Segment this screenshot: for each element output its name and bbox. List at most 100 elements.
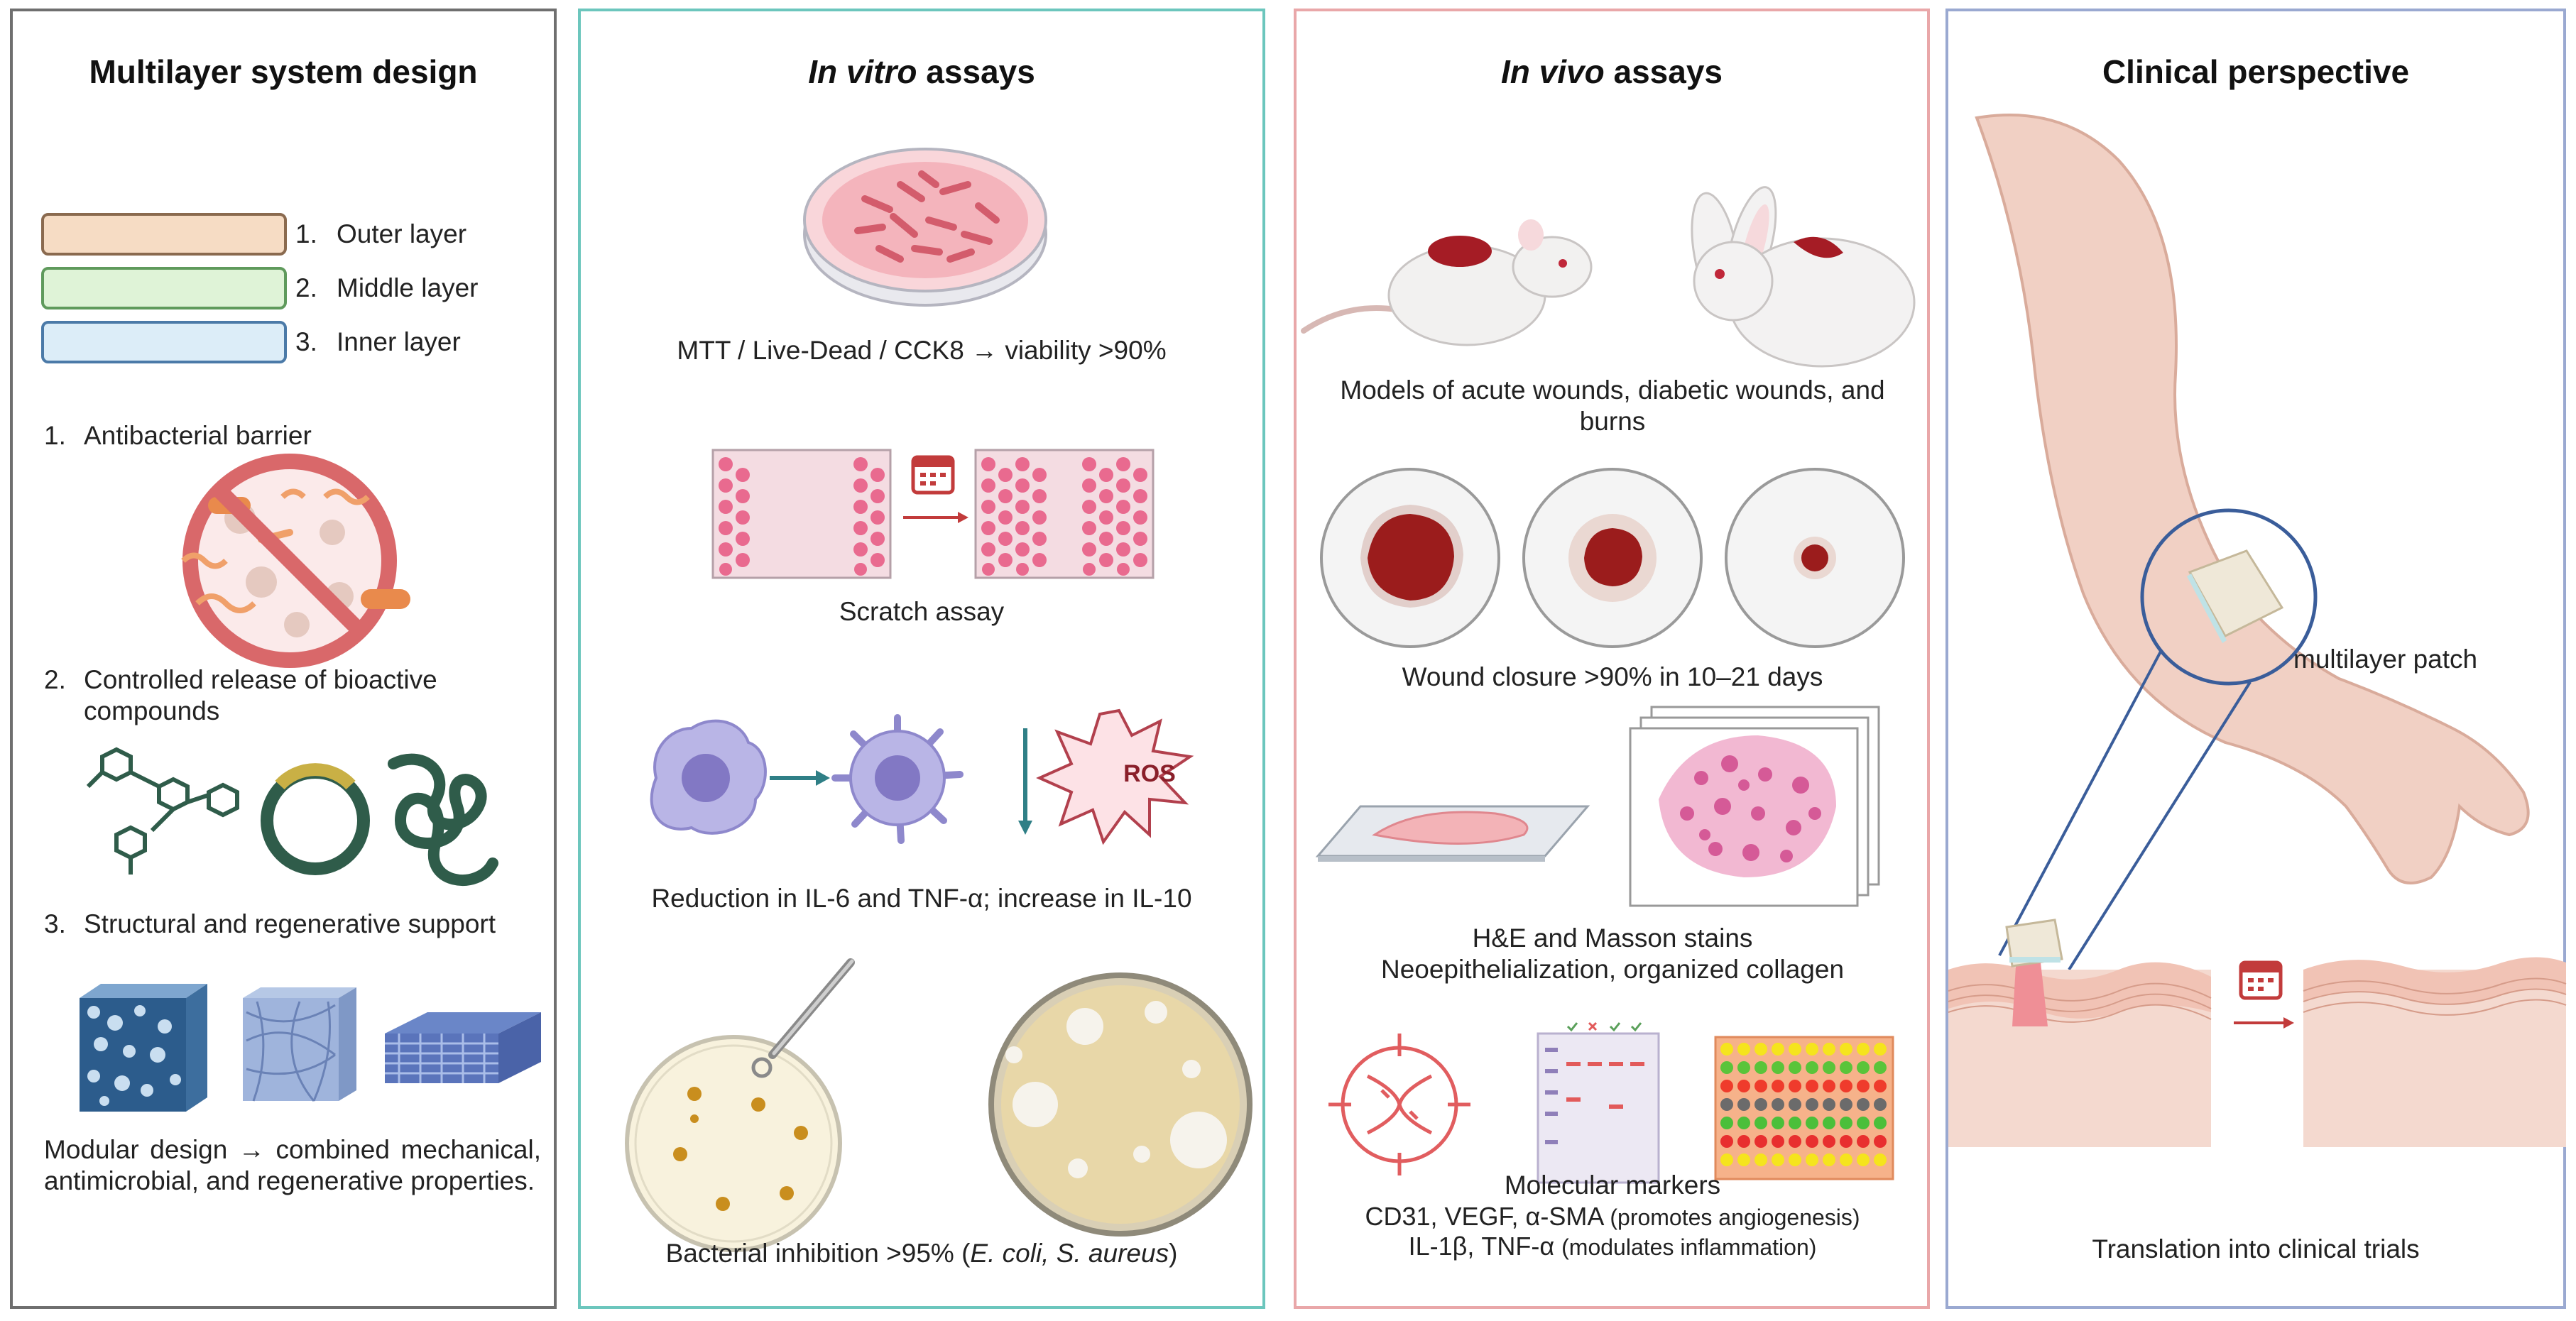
scaffold-structures-icon (80, 984, 541, 1112)
microarray-dot (1857, 1043, 1870, 1056)
calendar-icon (2239, 960, 2283, 1000)
markers-line2-note: (modulates inflammation) (1561, 1234, 1817, 1260)
microarray-dot (1806, 1043, 1818, 1056)
bioactive-compounds-icon (86, 747, 498, 886)
histology-slides-icon (1315, 706, 1880, 907)
patch-label: multilayer patch (2293, 645, 2478, 674)
panel-in-vitro: In vitro assays MTT / Live-Dead / CCK8 →… (578, 9, 1265, 1309)
microarray-dot (1806, 1098, 1818, 1111)
microarray-dot (1806, 1135, 1818, 1148)
microarray-dot (1754, 1098, 1767, 1111)
wound-closure-series (1320, 468, 1905, 648)
title-invitro-rest: assays (917, 53, 1035, 90)
microarray-dot (1840, 1153, 1852, 1166)
microarray-dot (1737, 1117, 1750, 1129)
microarray-dot (1857, 1135, 1870, 1148)
panel-title-design: Multilayer system design (89, 53, 478, 90)
function-1-num: 1. (44, 421, 66, 450)
microarray-dot (1754, 1061, 1767, 1074)
function-3-label: Structural and regenerative support (84, 909, 496, 938)
animal-models-icon (1301, 186, 1916, 368)
markers-line1: CD31, VEGF, α-SMA (promotes angiogenesis… (1297, 1201, 1928, 1233)
panel-title-invitro: In vitro assays (581, 53, 1262, 91)
microarray-dot (1720, 1080, 1733, 1092)
microarray-dot (1874, 1043, 1887, 1056)
microarray-dot (1874, 1153, 1887, 1166)
translation-caption: Translation into clinical trials (2092, 1234, 2420, 1264)
markers-line1-main: CD31, VEGF, α-SMA (1365, 1202, 1610, 1231)
microarray-dot (1823, 1098, 1835, 1111)
microarray-dots (1720, 1043, 1887, 1166)
bacterial-species: E. coli, S. aureus (970, 1239, 1169, 1268)
microarray-dot (1789, 1043, 1801, 1056)
microarray-dot (1874, 1135, 1887, 1148)
layer-inner-label: Inner layer (337, 327, 461, 356)
panel-title-invivo: In vivo assays (1297, 53, 1927, 91)
panel-multilayer-design: Multilayer system design 1. Outer layer … (10, 9, 557, 1309)
patch-on-arm (2188, 549, 2284, 637)
microarray-dot (1874, 1117, 1887, 1129)
microarray-dot (1737, 1098, 1750, 1111)
microarray-dot (1772, 1117, 1784, 1129)
scratch-caption: Scratch assay (839, 597, 1005, 626)
microarray-dot (1823, 1043, 1835, 1056)
microarray-dot (1823, 1117, 1835, 1129)
microarray-dot (1840, 1043, 1852, 1056)
dna-target-icon (1328, 1034, 1470, 1175)
microarray-dot (1737, 1043, 1750, 1056)
markers-line2: IL-1β, TNF-α (modulates inflammation) (1297, 1231, 1928, 1263)
microarray-dot (1737, 1061, 1750, 1074)
layer-inner-bar (41, 321, 287, 363)
microarray-dot (1789, 1080, 1801, 1092)
microarray-dot (1772, 1061, 1784, 1074)
petri-dish-cells-icon (803, 148, 1047, 307)
calendar-icon (911, 455, 955, 495)
microarray-dot (1874, 1098, 1887, 1111)
microarray-dot (1857, 1153, 1870, 1166)
layer-inner-num: 3. (295, 327, 317, 356)
function-1-label: Antibacterial barrier (84, 421, 312, 450)
molecular-markers-icons (1328, 1021, 1894, 1184)
microarray-dot (1823, 1153, 1835, 1166)
microarray-dot (1720, 1153, 1733, 1166)
antibacterial-barrier-icon (181, 454, 410, 668)
design-summary: Modular design → combined mechanical, an… (44, 1135, 541, 1195)
microarray-dot (1857, 1098, 1870, 1111)
gel-blot-icon (1537, 1021, 1660, 1184)
microarray-dot (1789, 1098, 1801, 1111)
panel-clinical: Clinical perspective (1945, 9, 2567, 1309)
microarray-dot (1857, 1061, 1870, 1074)
microarray-dot (1789, 1117, 1801, 1129)
ros-burst-icon (1036, 708, 1194, 845)
bacterial-plates-diagram (625, 958, 1252, 1252)
microarray-dot (1874, 1061, 1887, 1074)
title-invitro-italic: In vitro (808, 53, 917, 90)
markers-line1-note: (promotes angiogenesis) (1610, 1205, 1860, 1230)
layer-outer-num: 1. (295, 219, 317, 248)
microarray-dot (1720, 1117, 1733, 1129)
microarray-dot (1840, 1117, 1852, 1129)
microarray-dot (1737, 1080, 1750, 1092)
microarray-dot (1720, 1061, 1733, 1074)
layer-outer-bar (41, 213, 287, 256)
microarray-dot (1789, 1153, 1801, 1166)
microarray-dot (1857, 1117, 1870, 1129)
arm-shape (1975, 114, 2530, 884)
stains-caption-line1: H&E and Masson stains (1472, 923, 1753, 953)
microarray-dot (1806, 1117, 1818, 1129)
bacterial-caption-prefix: Bacterial inhibition >95% ( (665, 1239, 971, 1268)
microarray-dot (1737, 1153, 1750, 1166)
viability-caption: MTT / Live-Dead / CCK8 → viability >90% (677, 336, 1167, 365)
ros-label: ROS (1123, 760, 1176, 787)
function-3-num: 3. (44, 909, 66, 938)
microarray-dot (1772, 1135, 1784, 1148)
title-invivo-rest: assays (1604, 53, 1723, 90)
bacterial-caption-suffix: ) (1169, 1239, 1178, 1268)
microarray-dot (1806, 1080, 1818, 1092)
microarray-dot (1720, 1135, 1733, 1148)
function-2-label: Controlled release of bioactive compound… (84, 665, 437, 725)
microarray-dot (1772, 1043, 1784, 1056)
microarray-dot (1720, 1043, 1733, 1056)
microarray-dot (1823, 1080, 1835, 1092)
